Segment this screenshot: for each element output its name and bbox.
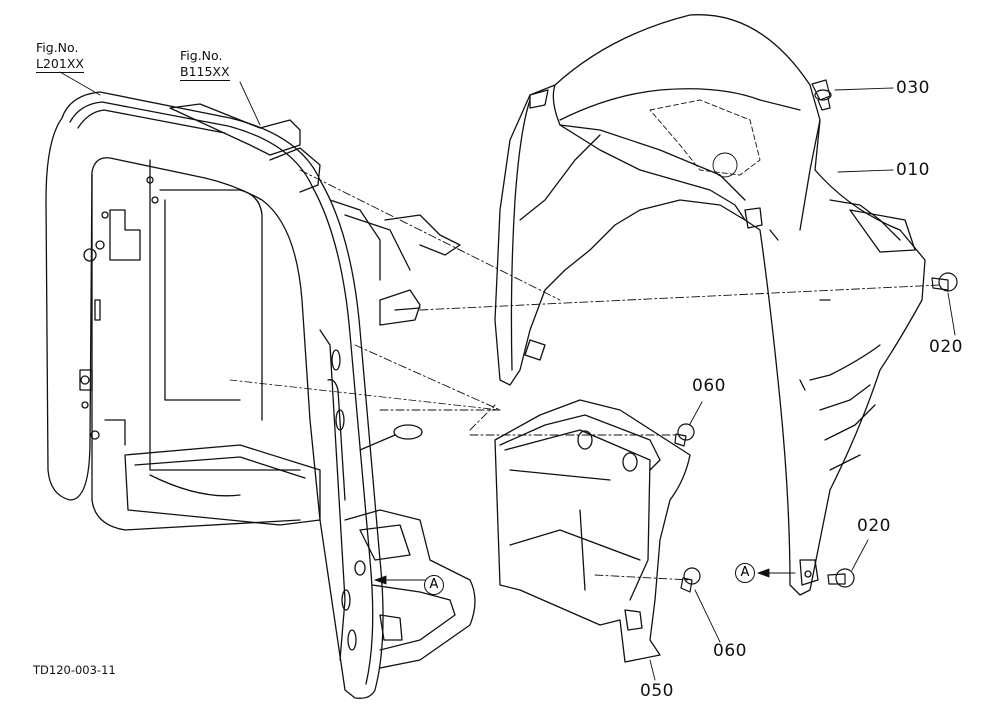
fig-reference-right-code: B115XX [180, 64, 230, 82]
marker-a-left: A [424, 575, 444, 595]
leader-lines [59, 71, 956, 681]
fig-reference-left: Fig.No. L201XX [36, 40, 84, 74]
part-label-060-upper: 060 [692, 376, 726, 396]
bolt-060-upper [674, 423, 695, 447]
part-010-fender-cover [494, 14, 926, 596]
marker-a-right: A [735, 563, 755, 583]
part-050-lower-cover [494, 399, 691, 663]
bolt-030 [811, 79, 832, 111]
bolt-060-lower [680, 567, 701, 593]
fig-reference-right: Fig.No. B115XX [180, 48, 230, 82]
part-label-030: 030 [896, 78, 930, 98]
fig-reference-right-title: Fig.No. [180, 48, 223, 63]
part-label-010: 010 [896, 160, 930, 180]
bolt-020-upper [931, 272, 958, 292]
part-label-060-lower: 060 [713, 641, 747, 661]
part-label-020-upper: 020 [929, 337, 963, 357]
figure-code: TD120-003-11 [33, 663, 116, 677]
bolt-020-lower [827, 568, 855, 588]
fig-reference-left-title: Fig.No. [36, 40, 79, 55]
part-label-050: 050 [640, 681, 674, 701]
fig-reference-left-code: L201XX [36, 56, 84, 74]
frame-assembly [45, 91, 501, 699]
part-label-020-lower: 020 [857, 516, 891, 536]
